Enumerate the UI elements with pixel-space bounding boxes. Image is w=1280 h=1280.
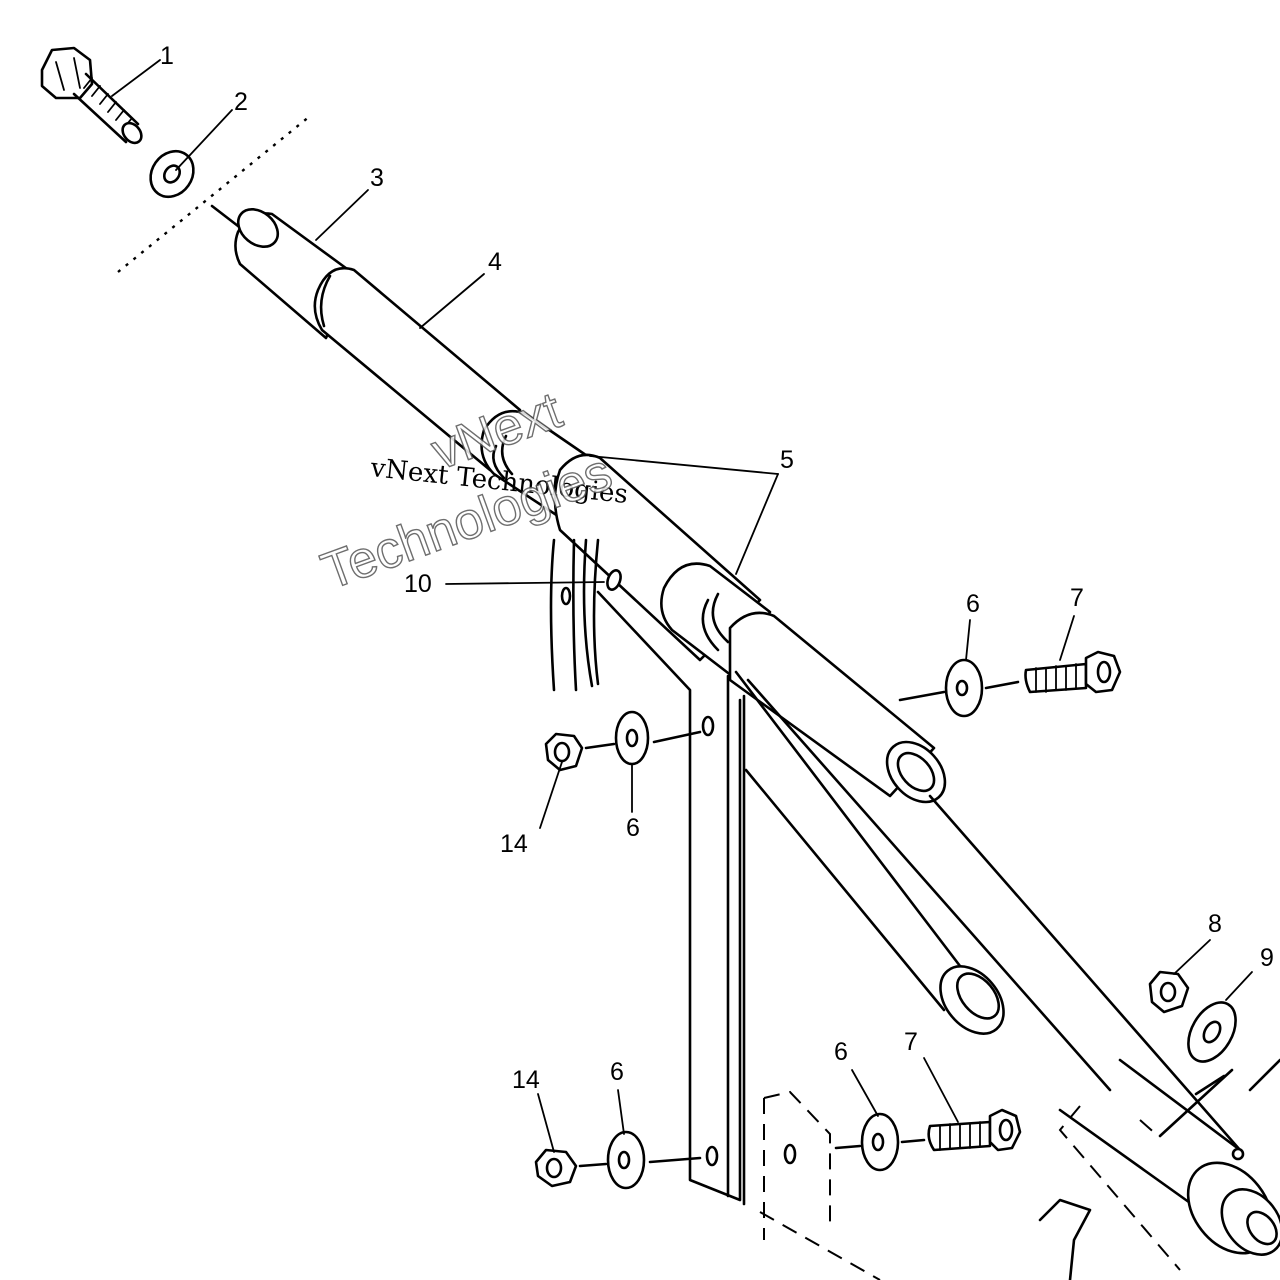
leader-dash-upper-2 [652, 730, 702, 744]
leader-dash-upper [584, 742, 616, 750]
callout-4: 4 [488, 248, 502, 276]
callout-1: 1 [160, 42, 174, 70]
leader-dash-mid-2 [900, 1138, 926, 1144]
washer-part-9 [1187, 1001, 1237, 1063]
hex-bolt-part-1 [40, 46, 143, 145]
callout-7-lower: 7 [904, 1028, 918, 1056]
axis-dash [210, 204, 240, 228]
bolt-part-7-upper [1024, 650, 1122, 694]
callout-10: 10 [404, 570, 432, 598]
callout-8: 8 [1208, 910, 1222, 938]
callout-14-upper: 14 [500, 830, 528, 858]
hole-part-10 [606, 569, 622, 591]
handlebar-tube [728, 611, 947, 804]
callout-6-lower-mid: 6 [834, 1038, 848, 1066]
washer-part-6-lower-left [606, 1130, 646, 1190]
callout-7-upper: 7 [1070, 584, 1084, 612]
callout-labels: 1 2 3 4 5 10 6 7 14 6 8 9 14 6 6 7 [160, 42, 1274, 1094]
dashed-bracket [759, 1058, 1280, 1280]
callout-2: 2 [234, 88, 248, 116]
leader-dash-lower-2 [648, 1156, 702, 1164]
callout-6-upper: 6 [626, 814, 640, 842]
diagonal-brace [734, 670, 1242, 1152]
nut-part-14-upper [544, 732, 584, 772]
callout-5: 5 [780, 446, 794, 474]
lower-tube-end [1058, 1058, 1280, 1256]
nut-part-14-lower [534, 1148, 578, 1188]
callout-6-right: 6 [966, 590, 980, 618]
callout-14-lower: 14 [512, 1066, 540, 1094]
callout-3: 3 [370, 164, 384, 192]
washer-part-6-upper [614, 710, 650, 766]
watermark: vNext Technologies vNext Technologies [314, 380, 630, 602]
leader-dash-lower [578, 1162, 608, 1168]
frame-plate [549, 538, 746, 1206]
leader-dash-mid [834, 1144, 862, 1150]
bolt-part-7-lower [927, 1108, 1022, 1152]
axis-dotted-line [117, 115, 311, 273]
callout-6-lower-left: 6 [610, 1058, 624, 1086]
nut-part-8 [1148, 970, 1190, 1014]
leader-dash-right [898, 690, 946, 702]
leader-lines [111, 59, 1253, 1153]
washer-part-6-lower-mid [860, 1112, 900, 1172]
callout-9: 9 [1260, 944, 1274, 972]
leader-dash-right-2 [984, 680, 1020, 690]
washer-part-6-right [944, 658, 984, 718]
